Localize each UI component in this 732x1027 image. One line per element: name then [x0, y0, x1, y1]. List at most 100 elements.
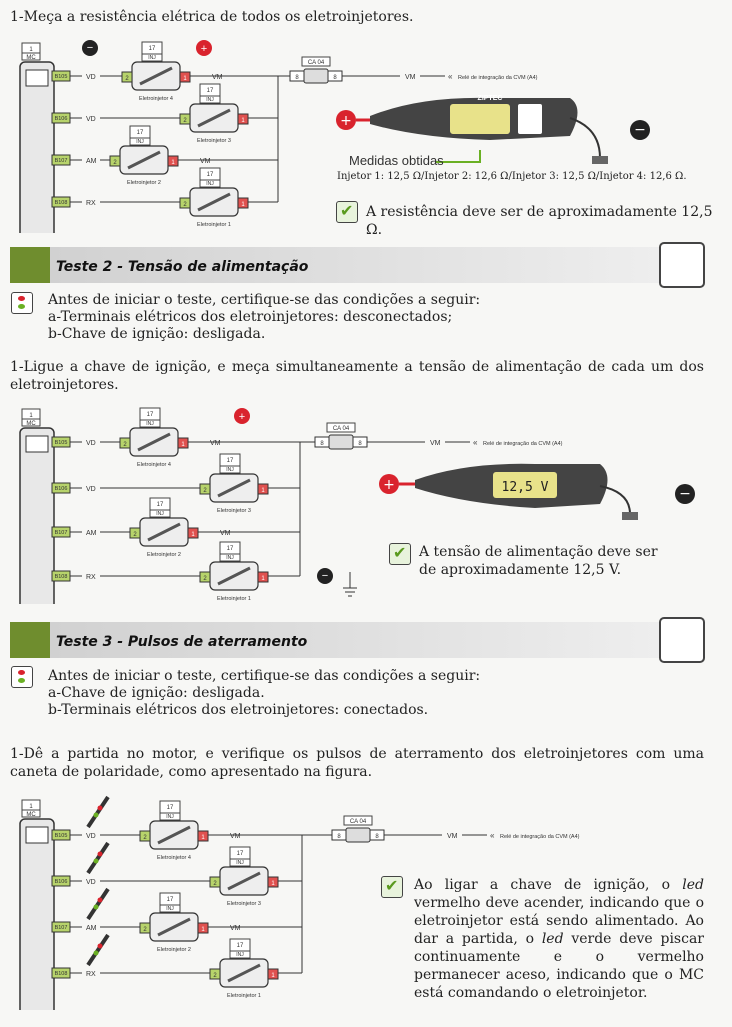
injector-label: Eletroinjetor 3 [217, 508, 251, 514]
module-chip [25, 69, 49, 87]
result-arrow [435, 150, 481, 163]
polarity-pen-icon [659, 617, 705, 663]
inj-code: INJ [148, 55, 156, 61]
pin-1-label: 1 [241, 202, 245, 208]
pin-label: B106 [55, 116, 68, 122]
svg-text:−: − [634, 122, 646, 138]
inj-code: INJ [166, 814, 174, 820]
wire-label: RX [86, 971, 96, 978]
ca-pin-label: 8 [333, 75, 337, 81]
positive-probe-icon [196, 40, 212, 56]
step-1-text: 1-Meça a resistência elétrica de todos o… [10, 9, 414, 25]
pin-1 [237, 197, 249, 209]
arrow-icon: « [473, 438, 478, 447]
wire-label: AM [86, 158, 97, 165]
minus-sign: − [322, 570, 328, 582]
pin-label: B105 [55, 833, 68, 839]
pin-1 [167, 155, 179, 167]
wire-label: AM [86, 530, 97, 537]
red-led [97, 851, 103, 857]
pin-2-label: 2 [213, 881, 217, 887]
pin-1-label: 1 [191, 532, 195, 538]
ca-tag [326, 422, 356, 433]
inj-code: INJ [156, 511, 164, 517]
voltage-test-icon [659, 242, 705, 288]
test-3-title: Teste 3 - Pulsos de aterramento [56, 634, 308, 650]
injector-label: Eletroinjetor 1 [227, 993, 261, 999]
pin-2-label: 2 [133, 532, 137, 538]
test-3-step: 1-Dê a partida no motor, e verifique os … [10, 746, 704, 780]
pin-label: B105 [55, 74, 68, 80]
meter-brand: ZIPTEC [478, 95, 503, 102]
inj-code: INJ [206, 97, 214, 103]
test-2-title: Teste 2 - Tensão de alimentação [56, 259, 309, 275]
pin-2 [199, 483, 211, 495]
ca-label: CA 04 [350, 819, 367, 825]
inj-code-box [139, 419, 161, 428]
check-2-text: A tensão de alimentação deve ser de apro… [419, 544, 658, 578]
inj-code-box [229, 858, 251, 867]
inj-code: INJ [226, 555, 234, 561]
inj-code-box [229, 950, 251, 959]
injector-nozzle-icon [137, 432, 171, 452]
pin-1 [187, 527, 199, 539]
negative-probe-icon [317, 568, 333, 584]
pin-2 [179, 113, 191, 125]
connector-ca [303, 68, 329, 84]
pin-1 [267, 876, 279, 888]
mc-number: 1 [29, 804, 33, 810]
pin-1 [179, 71, 191, 83]
injector-label: Eletroinjetor 2 [147, 552, 181, 558]
traffic-light-icon [11, 292, 33, 314]
arrow-icon: « [448, 72, 453, 81]
pin-1 [197, 922, 209, 934]
wire-label: VD [86, 879, 96, 886]
inj-number: 17 [149, 46, 156, 52]
ca-pin-label: 8 [320, 441, 324, 447]
mc-code-box [21, 418, 41, 427]
inj-number: 17 [147, 412, 154, 418]
ca-label: CA 04 [333, 426, 350, 432]
inj-code-box [149, 509, 171, 518]
positive-probe-icon [379, 474, 399, 494]
connector-ca [345, 827, 371, 843]
ca-tag [301, 56, 331, 67]
injector-nozzle-icon [227, 963, 261, 983]
inj-code: INJ [226, 467, 234, 473]
pin-2 [209, 876, 221, 888]
wire-label: VD [86, 440, 96, 447]
pin-2 [179, 197, 191, 209]
injector-nozzle-icon [197, 108, 231, 128]
pin-1-label: 1 [201, 927, 205, 933]
svg-text:+: + [340, 113, 352, 129]
vm-label: VM [230, 925, 241, 932]
injector-label: Eletroinjetor 1 [197, 222, 231, 228]
pin-2 [209, 968, 221, 980]
meter-display [493, 472, 557, 498]
relay-label: Relé de integração da CVM (A4) [483, 441, 563, 447]
vm-label: VM [230, 833, 241, 840]
inj-code: INJ [236, 952, 244, 958]
injector-nozzle-icon [127, 150, 161, 170]
pin-1 [257, 571, 269, 583]
inj-number: 17 [207, 172, 214, 178]
check-icon [336, 201, 358, 223]
pin-1-label: 1 [241, 118, 245, 124]
pin-1 [257, 483, 269, 495]
inj-number: 17 [227, 458, 234, 464]
pin-2-label: 2 [143, 927, 147, 933]
negative-probe-tip [592, 156, 608, 164]
mc-code-box [21, 809, 41, 818]
condition-a: a-Terminais elétricos dos eletroinjetore… [48, 309, 453, 325]
pin-2 [109, 155, 121, 167]
pin-1-label: 1 [183, 76, 187, 82]
wiring-diagram-1: 1MCMódulo decomandoB105VD17INJ21Eletroin… [19, 40, 538, 233]
inj-number: 17 [167, 805, 174, 811]
meter-display [450, 104, 510, 134]
red-led [97, 897, 103, 903]
svg-text:−: − [679, 486, 691, 502]
pin-label: B105 [55, 440, 68, 446]
traffic-light-icon [11, 666, 33, 688]
positive-probe-icon [336, 110, 356, 130]
results-title: Medidas obtidas [349, 153, 444, 168]
